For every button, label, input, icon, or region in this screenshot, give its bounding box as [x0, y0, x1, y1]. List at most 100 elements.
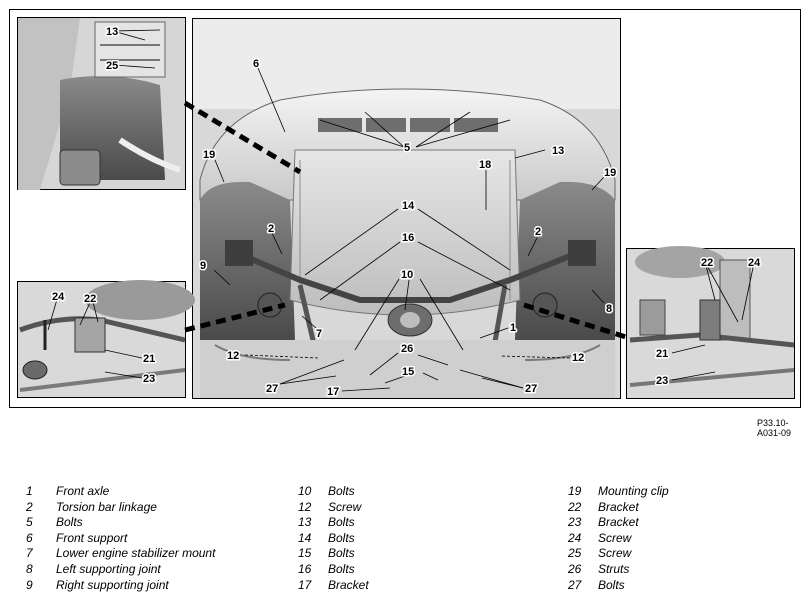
callout: 27	[266, 383, 278, 395]
legend-item: 13 Bolts	[298, 515, 369, 531]
legend-number: 27	[568, 577, 582, 592]
inset-connectors	[183, 100, 627, 340]
legend-label: Front axle	[56, 484, 110, 498]
callout: 23	[656, 375, 668, 387]
legend-label: Bracket	[328, 577, 369, 592]
legend-label: Screw	[328, 499, 362, 514]
callout: 19	[604, 167, 616, 179]
callouts-main: 6 5 13 18 19 19 14 2 2 16 9 10 8 1 7 12 …	[199, 57, 618, 400]
callout: 24	[52, 291, 65, 303]
callouts-inset-top-left: 13 25	[105, 25, 120, 74]
leader-lines	[47, 29, 755, 392]
legend-number: 19	[568, 484, 582, 498]
callout: 15	[402, 366, 414, 378]
legend-number: 10	[298, 484, 312, 498]
callout: 7	[316, 328, 322, 340]
inset-left	[17, 280, 195, 398]
callout: 6	[253, 58, 259, 70]
legend-label: Mounting clip	[598, 484, 669, 498]
callout: 27	[525, 383, 537, 395]
legend-item: 12 Screw	[298, 500, 369, 516]
legend-number: 1	[26, 484, 33, 498]
legend-item: 6 Front support	[26, 531, 215, 547]
callout: 19	[203, 149, 215, 161]
legend-number: 22	[568, 499, 582, 514]
callout: 24	[748, 257, 761, 269]
legend-number: 13	[298, 515, 312, 530]
callouts-inset-right: 22 24 21 23	[655, 256, 763, 389]
legend-number: 15	[298, 546, 312, 561]
legend-item: 14 Bolts	[298, 531, 369, 547]
legend-number: 5	[26, 515, 33, 530]
callout: 2	[535, 226, 541, 238]
legend-number: 16	[298, 561, 312, 576]
legend-item: 7 Lower engine stabilizer mount	[26, 546, 215, 562]
callout: 26	[401, 343, 413, 355]
callout: 21	[656, 348, 668, 360]
callout: 13	[106, 26, 118, 38]
callout: 2	[268, 223, 274, 235]
legend-label: Front support	[56, 530, 128, 545]
legend-label: Screw	[598, 546, 632, 561]
callout: 22	[84, 293, 96, 305]
legend-number: 14	[298, 530, 312, 545]
legend-label: Bolts	[328, 530, 355, 545]
callout: 25	[106, 60, 118, 72]
callouts-inset-left: 24 22 21 23	[51, 290, 157, 387]
legend-number: 2	[26, 499, 33, 514]
legend-item: 17 Bracket	[298, 578, 369, 594]
legend-item: 1 Front axle	[26, 484, 215, 500]
legend-number: 25	[568, 546, 582, 561]
legend-label: Bolts	[56, 515, 83, 530]
legend-number: 23	[568, 515, 582, 530]
callout: 17	[327, 386, 339, 398]
legend-label: Bolts	[328, 515, 355, 530]
callout: 14	[402, 200, 415, 212]
legend-item: 5 Bolts	[26, 515, 215, 531]
legend-label: Bolts	[328, 546, 355, 561]
legend-number: 26	[568, 561, 582, 576]
callout: 12	[227, 350, 239, 362]
legend-number: 7	[26, 546, 33, 561]
callout: 21	[143, 353, 155, 365]
legend-label: Left supporting joint	[56, 561, 161, 576]
legend-item: 15 Bolts	[298, 546, 369, 562]
legend-number: 8	[26, 561, 33, 576]
callout: 9	[200, 260, 206, 272]
callout: 18	[479, 159, 491, 171]
callout: 23	[143, 373, 155, 385]
legend-item: 10 Bolts	[298, 484, 369, 500]
callout: 12	[572, 352, 584, 364]
legend-number: 17	[298, 577, 312, 592]
legend-number: 12	[298, 499, 312, 514]
callout: 13	[552, 145, 564, 157]
figure-reference: P33.10-A031-09	[757, 418, 792, 438]
legend-label: Right supporting joint	[56, 577, 169, 592]
legend-item: 25 Screw	[568, 546, 669, 562]
legend-number: 6	[26, 530, 33, 545]
callout: 5	[404, 142, 410, 154]
legend-label: Bolts	[328, 484, 355, 498]
callout: 8	[606, 303, 612, 315]
legend-number: 24	[568, 530, 582, 545]
inset-top-left	[17, 17, 186, 190]
callout: 22	[701, 257, 713, 269]
inset-right	[626, 246, 795, 399]
legend-item: 8 Left supporting joint	[26, 562, 215, 578]
callout: 10	[401, 269, 413, 281]
callout: 16	[402, 232, 414, 244]
callout: 1	[510, 322, 516, 334]
legend-label: Lower engine stabilizer mount	[56, 546, 216, 561]
